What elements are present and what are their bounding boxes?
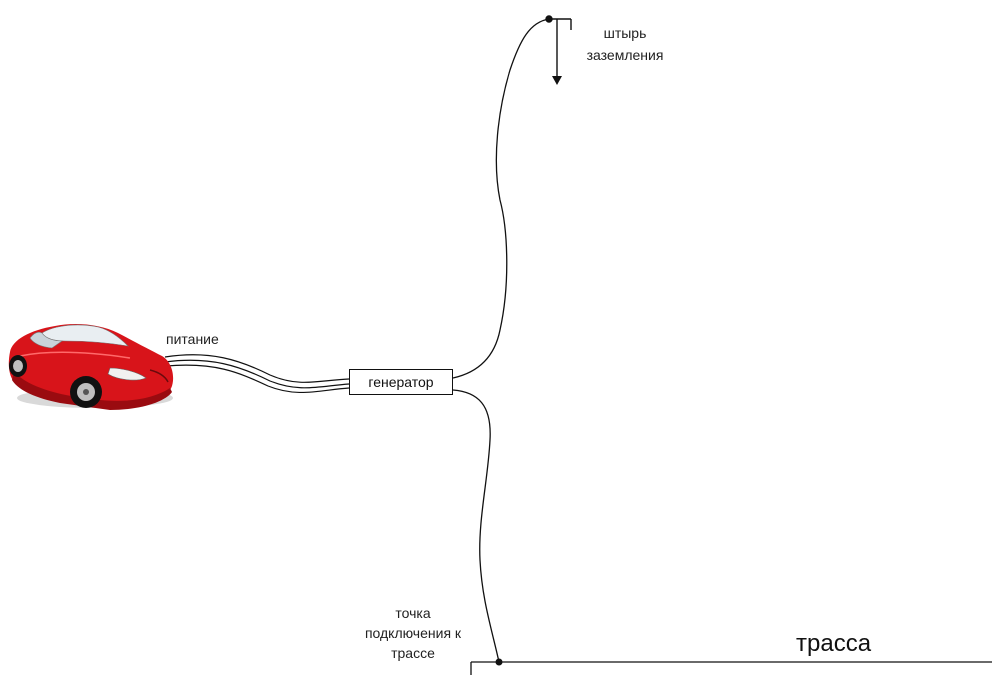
connection-point-label-line3: трассе — [391, 645, 435, 661]
power-cable — [164, 354, 350, 394]
car-icon — [8, 324, 174, 410]
track-label: трасса — [796, 630, 872, 657]
connection-point-label-line1: точка — [395, 605, 431, 621]
connection-dot-icon — [495, 658, 503, 666]
ground-pin-label-line1: штырь — [603, 25, 647, 41]
power-label: питание — [166, 331, 219, 347]
connection-point-label: точка подключения к трассе — [340, 604, 486, 662]
generator-label: генератор — [368, 374, 434, 390]
generator-node: генератор — [349, 369, 453, 395]
ground-pin-label-line2: заземления — [586, 47, 664, 63]
ground-pin-icon — [545, 15, 572, 85]
ground-pin-label: штырь заземления — [567, 24, 683, 64]
track-wire — [452, 389, 500, 663]
connection-point-label-line2: подключения к — [364, 625, 462, 641]
ground-wire — [452, 18, 550, 379]
track-line — [470, 661, 992, 675]
